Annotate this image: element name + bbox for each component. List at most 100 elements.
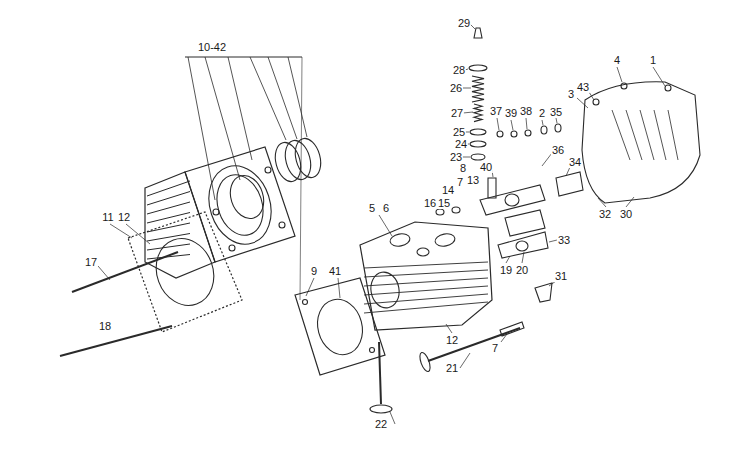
head-port bbox=[389, 232, 411, 247]
leader-line bbox=[460, 353, 470, 368]
callout-number: 22 bbox=[374, 418, 388, 430]
leader-line bbox=[589, 92, 594, 100]
leader-line bbox=[577, 98, 588, 108]
stud-hole bbox=[229, 245, 235, 251]
cooling-fin bbox=[364, 286, 488, 295]
callout-number: 37 bbox=[489, 105, 503, 117]
callout-number: 4 bbox=[613, 54, 621, 66]
valve-head bbox=[418, 351, 432, 373]
callout-number: 12 bbox=[117, 211, 131, 223]
leader-line bbox=[549, 240, 557, 242]
leader-line bbox=[511, 120, 513, 130]
leader-line bbox=[653, 67, 665, 86]
cooling-fin bbox=[364, 294, 488, 304]
callout-number: 25 bbox=[452, 126, 466, 138]
leader-line bbox=[126, 224, 150, 244]
valve-spring bbox=[474, 104, 482, 122]
callout-number: 17 bbox=[84, 256, 98, 268]
stud-hole bbox=[265, 167, 271, 173]
cover-rib bbox=[654, 110, 666, 160]
callout-number: 8 bbox=[459, 162, 467, 174]
valve-guide bbox=[488, 178, 496, 198]
seal bbox=[452, 207, 460, 213]
callout-number: 26 bbox=[449, 82, 463, 94]
part-outline bbox=[185, 147, 295, 262]
leader-line bbox=[506, 256, 510, 263]
cooling-fin bbox=[147, 202, 190, 214]
callout-number: 29 bbox=[457, 17, 471, 29]
piston-ring bbox=[281, 138, 315, 183]
rocker-bolt bbox=[541, 126, 547, 134]
leader-line bbox=[463, 112, 473, 113]
callout-number: 13 bbox=[466, 174, 480, 186]
valve-keeper bbox=[474, 28, 482, 38]
stud bbox=[60, 326, 172, 356]
callout-number: 27 bbox=[450, 107, 464, 119]
callout-number: 39 bbox=[504, 107, 518, 119]
cover-rib bbox=[640, 110, 654, 160]
leader-line bbox=[598, 198, 606, 207]
callout-number: 35 bbox=[549, 106, 563, 118]
rocker-bush bbox=[505, 194, 519, 206]
leader-line bbox=[306, 278, 314, 296]
rocker-arm bbox=[498, 232, 548, 258]
stud bbox=[72, 252, 178, 292]
cooling-fin bbox=[147, 244, 190, 250]
callout-number: 38 bbox=[519, 105, 533, 117]
callout-number: 36 bbox=[551, 144, 565, 156]
spring-seat bbox=[471, 154, 485, 160]
part-outline bbox=[360, 222, 492, 330]
valve-guide bbox=[500, 322, 524, 336]
callout-number: 30 bbox=[619, 208, 633, 220]
callout-number: 2 bbox=[538, 107, 546, 119]
gasket-bore bbox=[147, 230, 223, 313]
cooling-fin bbox=[364, 262, 488, 268]
leader-line bbox=[501, 334, 507, 342]
leader-line bbox=[542, 120, 543, 125]
callout-number: 10-42 bbox=[197, 41, 227, 53]
callout-number: 19 bbox=[499, 264, 513, 276]
callout-number: 33 bbox=[557, 234, 571, 246]
bracket-leader bbox=[268, 57, 297, 139]
leader-line bbox=[379, 215, 392, 236]
cooling-fin bbox=[147, 234, 190, 242]
callout-number: 14 bbox=[441, 184, 455, 196]
group-bracket bbox=[185, 57, 302, 58]
cooling-fin bbox=[147, 192, 190, 206]
spark-plug-hole bbox=[417, 248, 429, 256]
spring-cap bbox=[469, 65, 487, 71]
cooling-fin bbox=[364, 278, 488, 286]
callout-number: 16 bbox=[423, 197, 437, 209]
rocker-bush bbox=[516, 241, 528, 251]
cover-screw bbox=[621, 83, 627, 89]
seal bbox=[436, 209, 444, 215]
part-outline bbox=[145, 172, 215, 278]
callout-number: 24 bbox=[454, 138, 468, 150]
leader-line bbox=[338, 278, 340, 298]
stud-hole bbox=[213, 209, 219, 215]
cooling-fin bbox=[364, 270, 488, 277]
rocker-pin bbox=[525, 130, 531, 136]
leader-line bbox=[497, 118, 499, 130]
spring-washer bbox=[470, 129, 486, 135]
exhaust-port bbox=[368, 270, 402, 310]
leader-line bbox=[522, 252, 524, 263]
cover-screw bbox=[665, 85, 671, 91]
callout-number: 20 bbox=[515, 264, 529, 276]
piston-top bbox=[225, 171, 269, 223]
alignment-line bbox=[300, 57, 302, 300]
callout-number: 7 bbox=[456, 176, 464, 188]
callout-number: 9 bbox=[310, 265, 318, 277]
valve-spring bbox=[472, 76, 484, 102]
callout-number: 28 bbox=[452, 64, 466, 76]
cover-rib bbox=[626, 110, 642, 160]
rocker-pin bbox=[511, 131, 517, 137]
leader-line bbox=[462, 157, 470, 158]
leader-line bbox=[617, 67, 622, 82]
head-port bbox=[434, 232, 456, 247]
stud-hole bbox=[279, 222, 285, 228]
rocker-pin bbox=[497, 131, 503, 137]
callout-number: 34 bbox=[568, 156, 582, 168]
callout-number: 40 bbox=[479, 161, 493, 173]
